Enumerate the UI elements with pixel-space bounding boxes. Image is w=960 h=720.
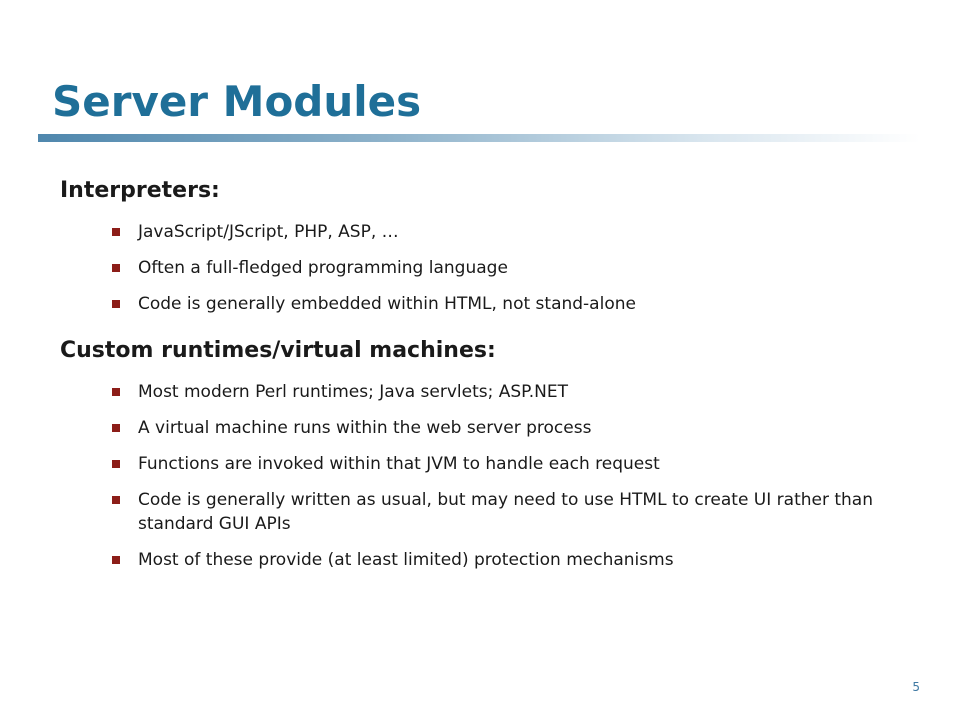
- section-heading: Interpreters:: [60, 178, 220, 203]
- title-underline: [38, 134, 920, 142]
- bullet-text: Most of these provide (at least limited)…: [138, 550, 674, 570]
- square-bullet-icon: [112, 496, 120, 504]
- bullet-text: JavaScript/JScript, PHP, ASP, …: [138, 222, 399, 242]
- bullet-text: A virtual machine runs within the web se…: [138, 418, 592, 438]
- square-bullet-icon: [112, 228, 120, 236]
- section-custom-runtimes: Custom runtimes/virtual machines: Most m…: [60, 328, 920, 572]
- square-bullet-icon: [112, 460, 120, 468]
- square-bullet-icon: [112, 264, 120, 272]
- slide-content: Interpreters: JavaScript/JScript, PHP, A…: [60, 168, 920, 584]
- section-heading: Custom runtimes/virtual machines:: [60, 338, 496, 363]
- bullet-list: Most modern Perl runtimes; Java servlets…: [60, 380, 920, 572]
- bullet-list: JavaScript/JScript, PHP, ASP, … Often a …: [60, 220, 920, 316]
- bullet-item: Most modern Perl runtimes; Java servlets…: [60, 380, 920, 404]
- square-bullet-icon: [112, 556, 120, 564]
- section-interpreters: Interpreters: JavaScript/JScript, PHP, A…: [60, 168, 920, 316]
- bullet-text: Most modern Perl runtimes; Java servlets…: [138, 382, 569, 402]
- slide-title: Server Modules: [52, 77, 422, 126]
- bullet-text: Code is generally written as usual, but …: [138, 490, 873, 534]
- bullet-item: Code is generally embedded within HTML, …: [60, 292, 920, 316]
- square-bullet-icon: [112, 300, 120, 308]
- page-number: 5: [912, 680, 920, 694]
- bullet-item: Code is generally written as usual, but …: [60, 488, 920, 536]
- bullet-item: Functions are invoked within that JVM to…: [60, 452, 920, 476]
- bullet-item: Often a full-fledged programming languag…: [60, 256, 920, 280]
- square-bullet-icon: [112, 424, 120, 432]
- bullet-item: Most of these provide (at least limited)…: [60, 548, 920, 572]
- square-bullet-icon: [112, 388, 120, 396]
- bullet-item: JavaScript/JScript, PHP, ASP, …: [60, 220, 920, 244]
- bullet-text: Code is generally embedded within HTML, …: [138, 294, 636, 314]
- bullet-text: Functions are invoked within that JVM to…: [138, 454, 660, 474]
- bullet-text: Often a full-fledged programming languag…: [138, 258, 508, 278]
- bullet-item: A virtual machine runs within the web se…: [60, 416, 920, 440]
